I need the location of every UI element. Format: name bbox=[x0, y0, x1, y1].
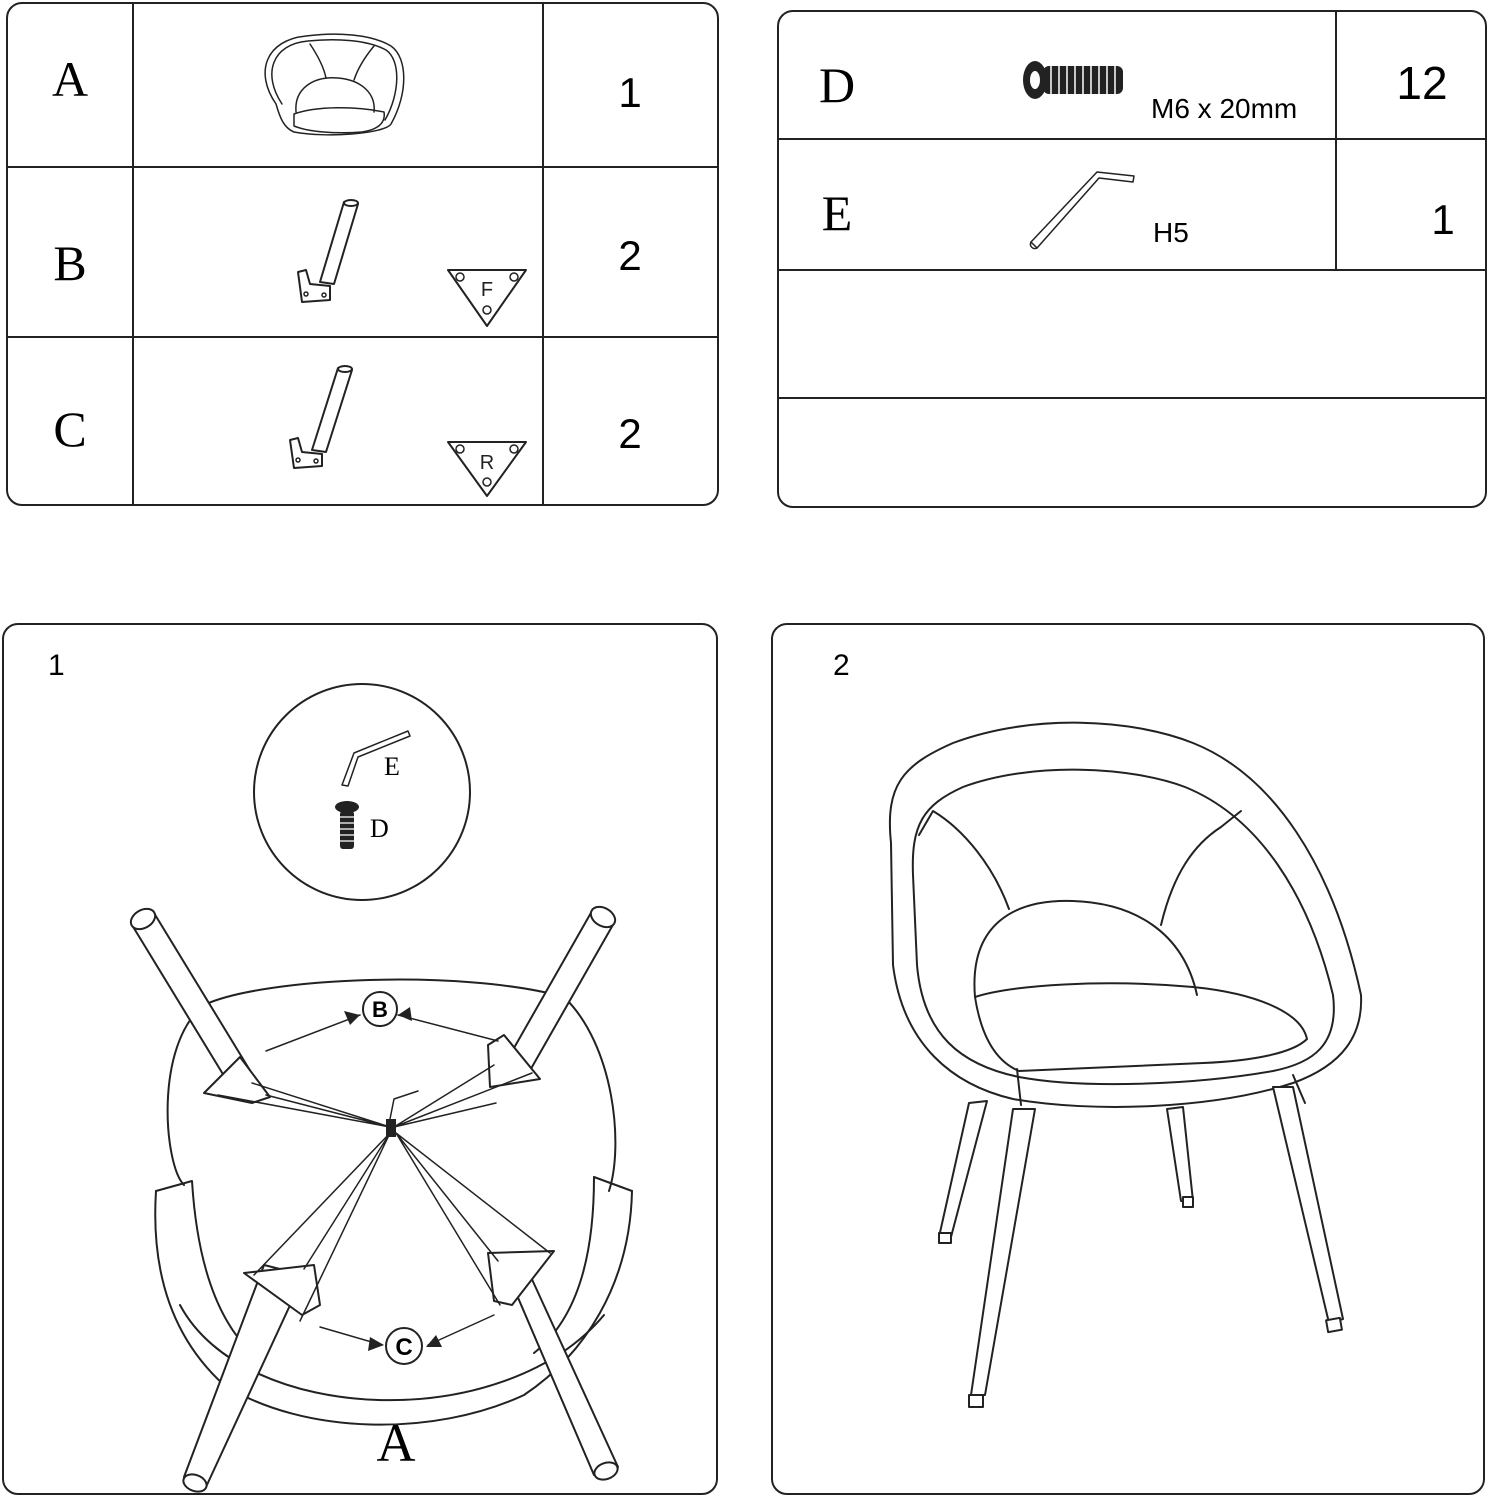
rear-legs-label: C bbox=[395, 1334, 412, 1361]
callout-label-e: E bbox=[384, 752, 400, 781]
hex-key-callout-icon bbox=[341, 730, 411, 787]
hardware-callout-circle bbox=[253, 683, 471, 901]
bolt-d-icon bbox=[1023, 61, 1123, 99]
seat-label-a: A bbox=[377, 1413, 416, 1473]
part-qty-d: 12 bbox=[1396, 57, 1447, 109]
part-qty-a: 1 bbox=[618, 69, 641, 116]
center-tool-icon bbox=[386, 1090, 419, 1137]
step-1-drawing: 1 E D A bbox=[48, 649, 633, 1493]
arrow-to-c bbox=[319, 1314, 495, 1351]
step-2-panel: 2 bbox=[771, 623, 1485, 1495]
step-1-panel: 1 E D A bbox=[2, 623, 718, 1495]
front-legs-label: B bbox=[372, 997, 388, 1022]
step-2-drawing: 2 bbox=[833, 649, 1363, 1408]
front-leg-icon bbox=[297, 199, 359, 303]
part-letter-d: D bbox=[819, 57, 855, 113]
bolt-callout-icon bbox=[335, 801, 359, 849]
parts-table-right-drawing: D M6 x 20mm 12 E H5 1 bbox=[779, 12, 1485, 399]
part-qty-c: 2 bbox=[618, 410, 641, 457]
front-leg-left bbox=[129, 907, 271, 1104]
callout-label-d: D bbox=[370, 814, 389, 843]
part-letter-e: E bbox=[822, 185, 853, 241]
plate-label-f: F bbox=[481, 279, 493, 301]
hex-key-e-icon bbox=[1029, 171, 1135, 250]
arrow-to-b bbox=[265, 1007, 499, 1052]
part-qty-b: 2 bbox=[618, 232, 641, 279]
front-legs-marker bbox=[362, 991, 398, 1027]
assembly-lines bbox=[217, 1064, 551, 1322]
mounting-plate-f-icon: F bbox=[447, 269, 527, 327]
parts-table-left-drawing: A 1 B F 2 C bbox=[8, 4, 717, 504]
assembled-chair bbox=[889, 721, 1363, 1408]
rear-leg-icon bbox=[289, 365, 353, 469]
parts-table-left: A 1 B F 2 C bbox=[6, 2, 719, 506]
parts-table-right: D M6 x 20mm 12 E H5 1 bbox=[777, 10, 1487, 508]
part-letter-a: A bbox=[52, 51, 88, 107]
step-number-1: 1 bbox=[48, 649, 65, 682]
seat-part-icon bbox=[264, 33, 405, 136]
front-leg-right bbox=[487, 905, 617, 1088]
rear-leg-right bbox=[487, 1250, 619, 1481]
part-qty-e: 1 bbox=[1431, 196, 1454, 243]
step-number-2: 2 bbox=[833, 649, 850, 682]
rear-leg-left bbox=[182, 1264, 321, 1493]
part-letter-c: C bbox=[53, 401, 86, 457]
mounting-plate-r-icon: R bbox=[447, 441, 527, 497]
hex-key-spec: H5 bbox=[1153, 217, 1189, 248]
rear-legs-marker bbox=[385, 1327, 423, 1365]
bolt-spec: M6 x 20mm bbox=[1151, 93, 1297, 124]
part-letter-b: B bbox=[53, 235, 86, 291]
plate-label-r: R bbox=[480, 452, 494, 474]
